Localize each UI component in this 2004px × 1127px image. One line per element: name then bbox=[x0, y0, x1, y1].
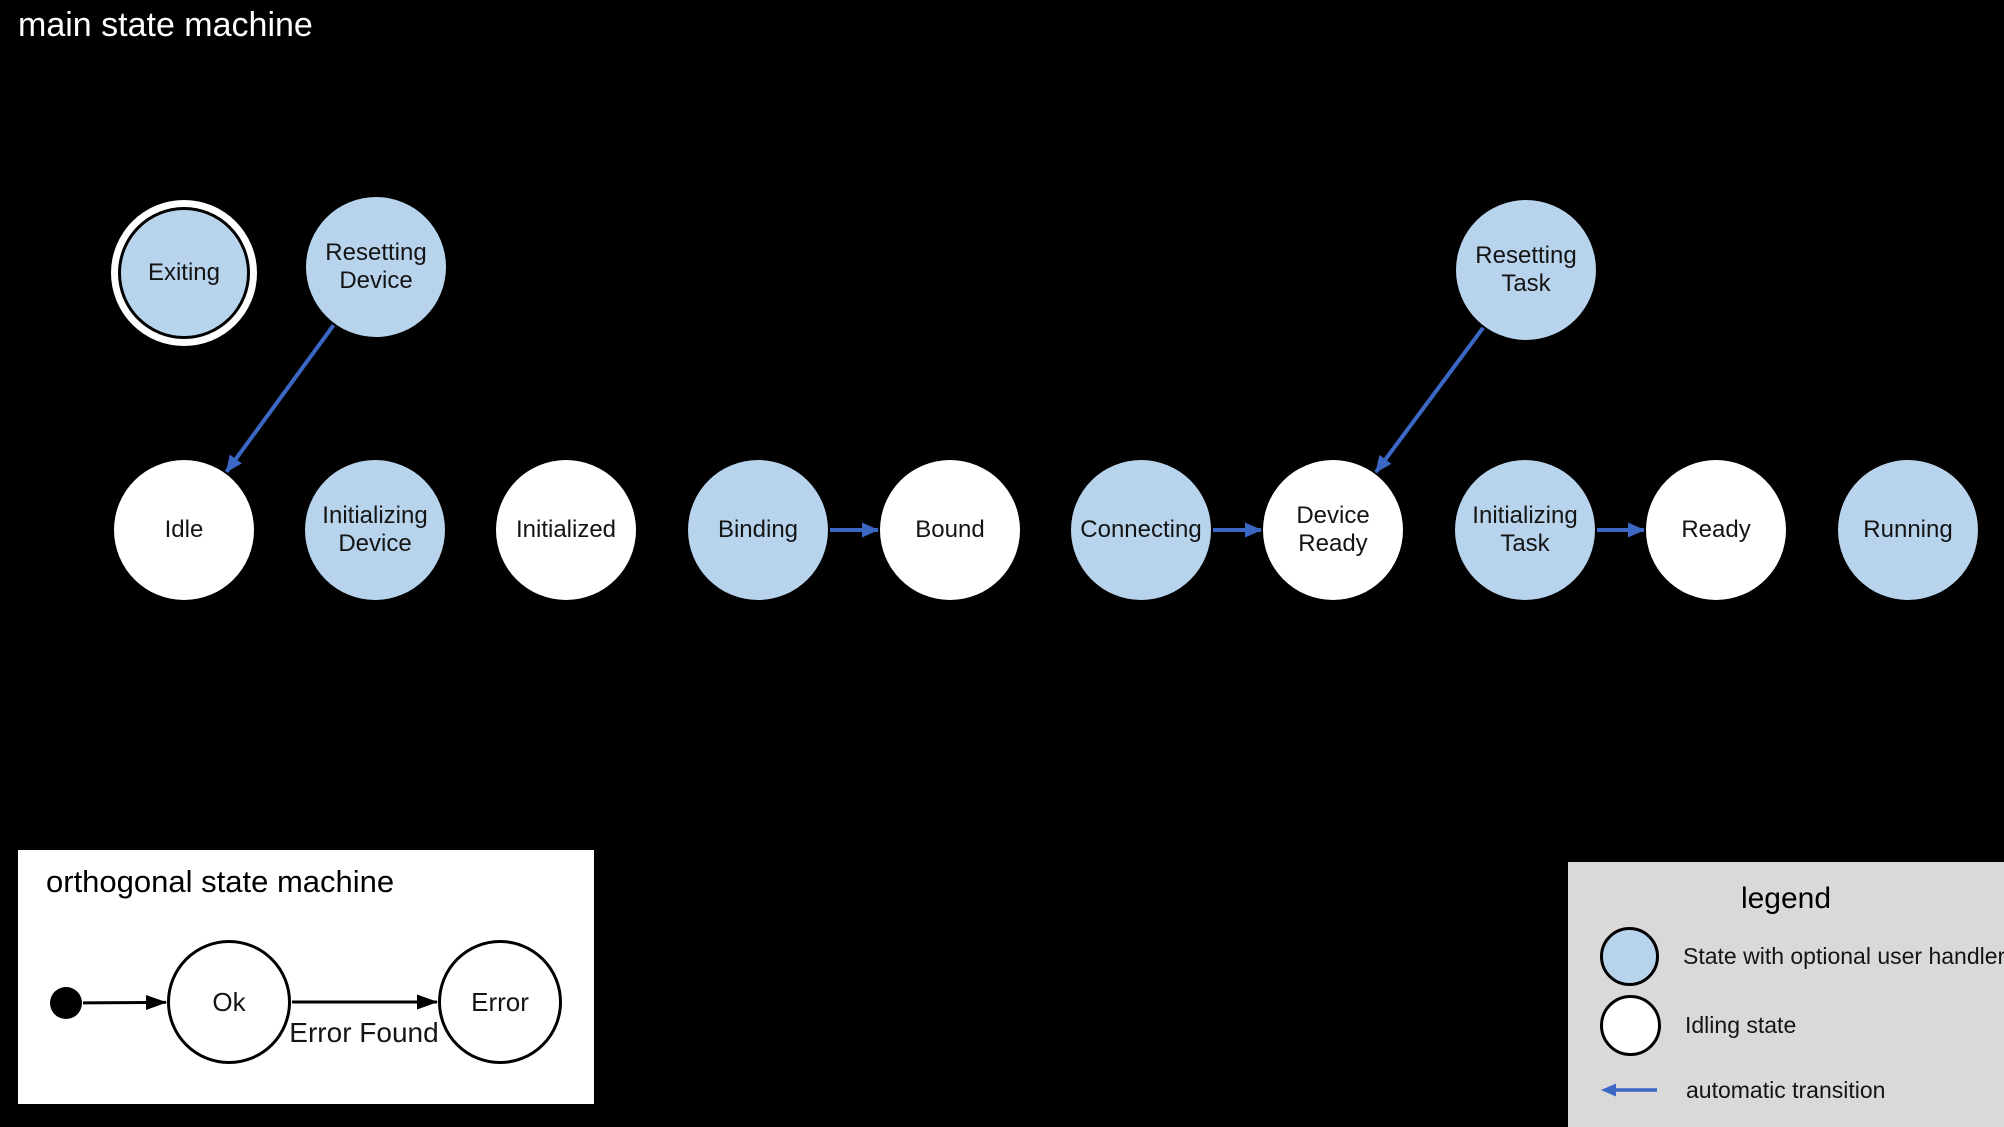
legend-item-label: Idling state bbox=[1685, 1011, 1797, 1038]
state-error: Error bbox=[438, 940, 562, 1064]
handler-state-swatch bbox=[1600, 926, 1659, 986]
main-machine-title: main state machine bbox=[18, 6, 313, 44]
state-device-ready: Device Ready bbox=[1263, 460, 1403, 600]
legend-item-label: automatic transition bbox=[1686, 1076, 1886, 1103]
state-resetting-device: Resetting Device bbox=[306, 197, 446, 337]
legend-item-label: State with optional user handler bbox=[1683, 942, 2004, 969]
state-idle: Idle bbox=[114, 460, 254, 600]
legend-title: legend bbox=[1740, 882, 1832, 915]
legend-item-auto-transition: automatic transition bbox=[1600, 1058, 1996, 1122]
state-binding: Binding bbox=[688, 460, 828, 600]
transition-label-error-found: Error Found bbox=[289, 1017, 439, 1048]
state-initializing-device: Initializing Device bbox=[305, 460, 445, 600]
orthogonal-machine-title: orthogonal state machine bbox=[46, 864, 395, 899]
state-ready: Ready bbox=[1646, 460, 1786, 600]
initial-state-dot bbox=[50, 987, 82, 1019]
state-initializing-task: Initializing Task bbox=[1455, 460, 1595, 600]
legend-item-handler-state: State with optional user handler bbox=[1600, 924, 2004, 988]
state-resetting-task: Resetting Task bbox=[1456, 200, 1596, 340]
legend-panel: legend State with optional user handler … bbox=[1568, 862, 2004, 1127]
transition-initial-to-ok bbox=[82, 995, 168, 1011]
state-connecting: Connecting bbox=[1071, 460, 1211, 600]
idle-state-swatch bbox=[1600, 994, 1661, 1056]
legend-item-idle-state: Idling state bbox=[1600, 993, 1996, 1057]
state-bound: Bound bbox=[880, 460, 1020, 600]
auto-transition-arrow-swatch bbox=[1601, 1083, 1657, 1097]
transition-resetting-device-to-idle bbox=[224, 323, 336, 474]
state-running: Running bbox=[1838, 460, 1978, 600]
transition-resetting-task-to-device-ready bbox=[1374, 326, 1485, 474]
state-exiting: Exiting bbox=[118, 207, 250, 339]
state-initialized: Initialized bbox=[496, 460, 636, 600]
state-ok: Ok bbox=[167, 940, 291, 1064]
